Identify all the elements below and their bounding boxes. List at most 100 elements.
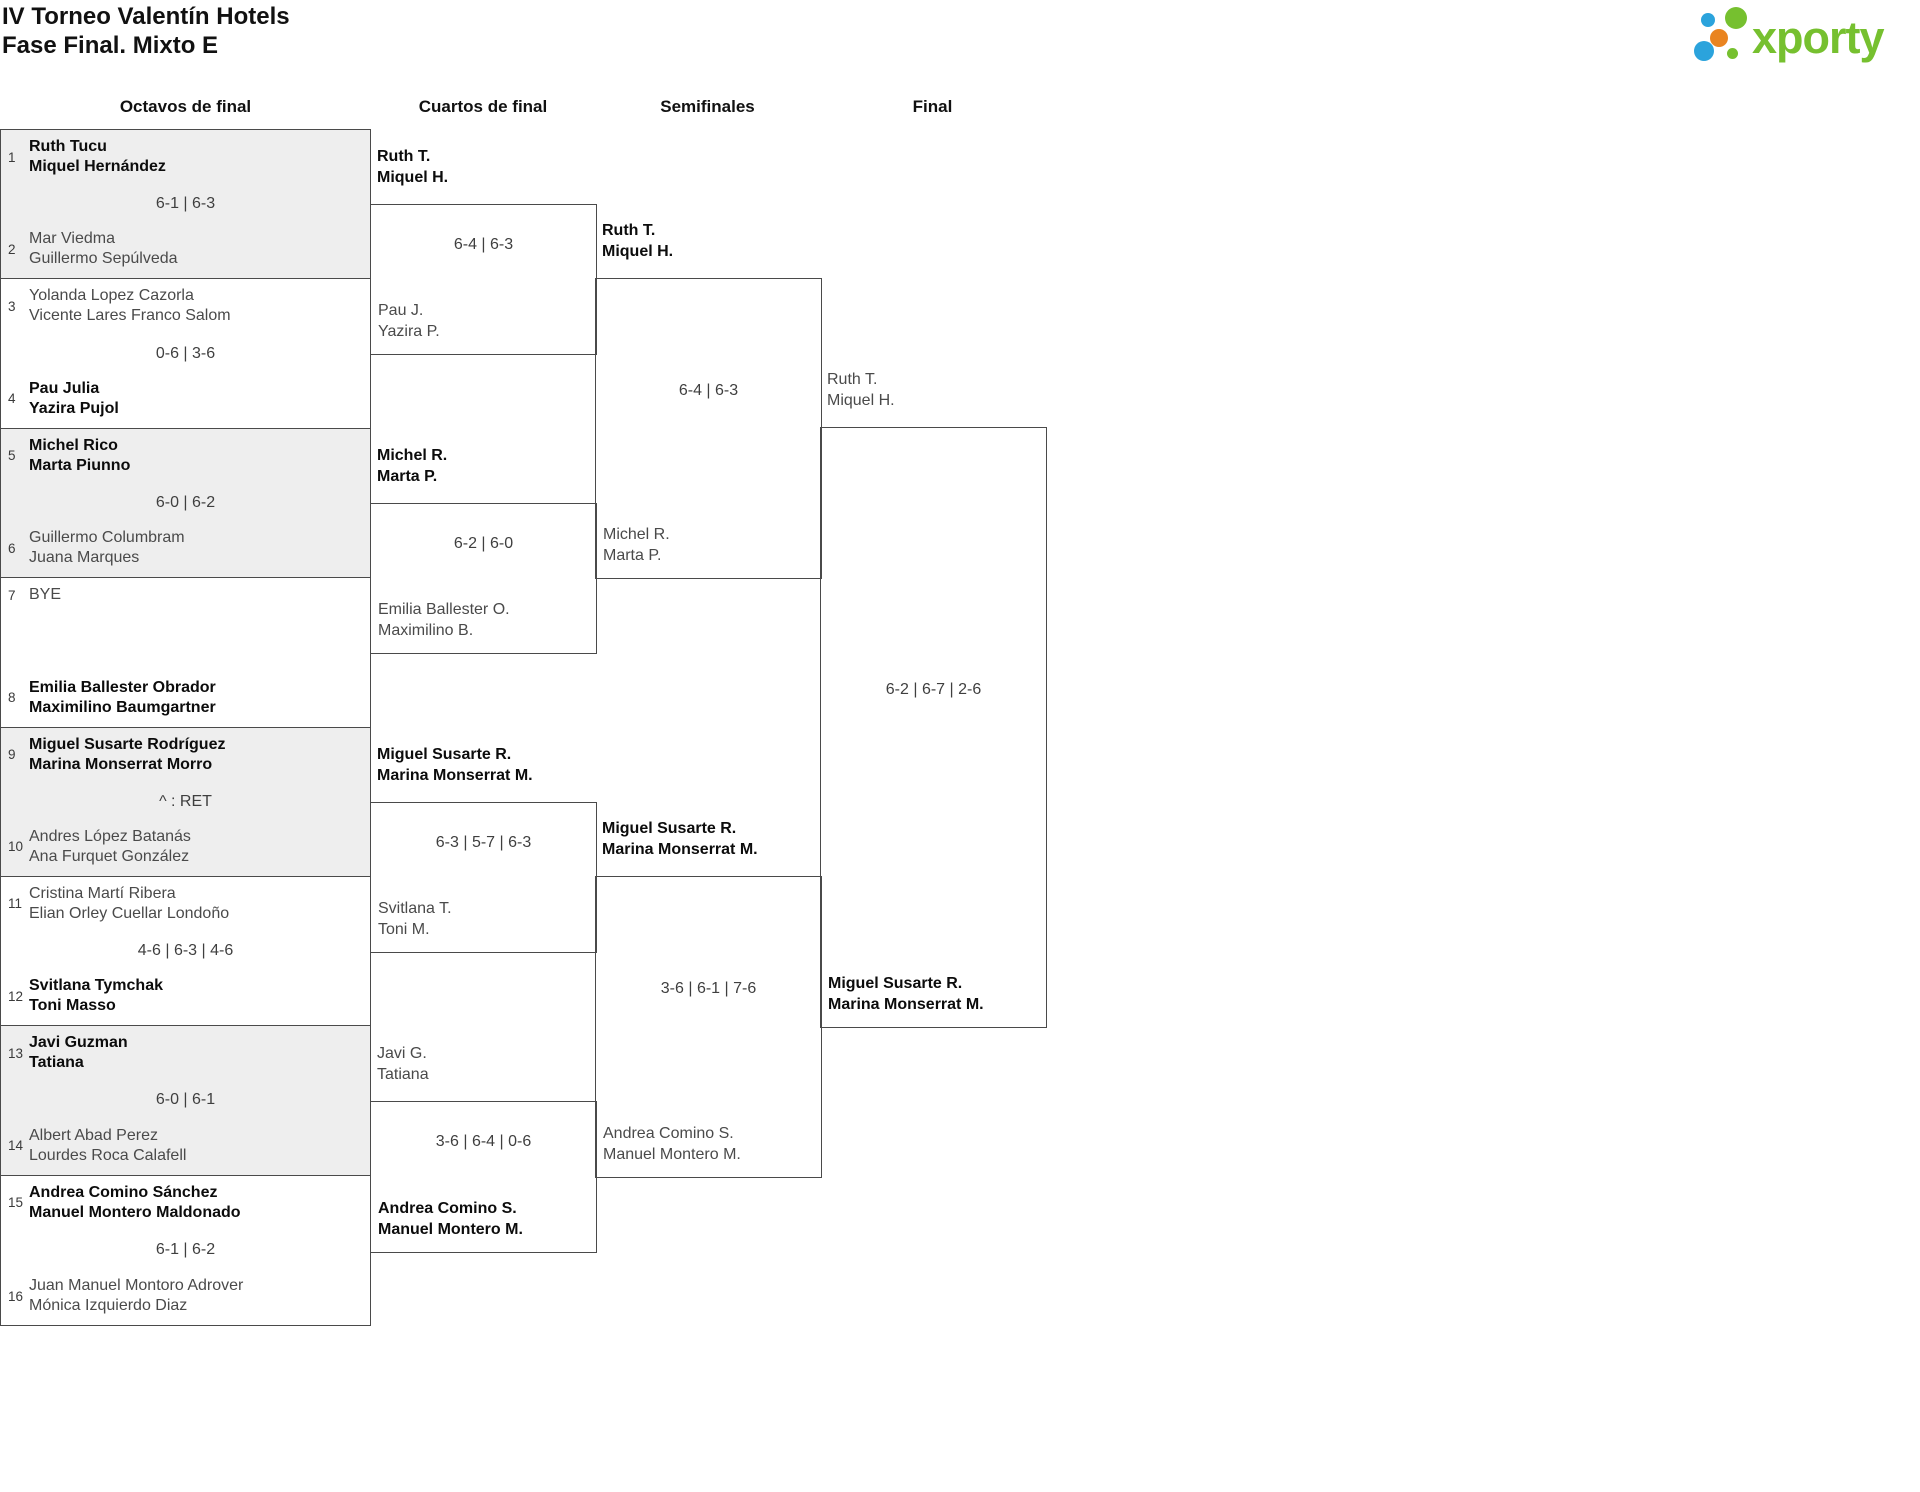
sf2-bottom-team: Andrea Comino S.Manuel Montero M. <box>603 1125 741 1163</box>
match-score: 6-4 | 6-3 <box>453 236 514 253</box>
seed-number: 7 <box>8 587 16 603</box>
seed-number: 13 <box>8 1045 24 1061</box>
match-final: 6-2 | 6-7 | 2-6 Miguel Susarte R.Marina … <box>820 427 1047 1028</box>
seed-number: 1 <box>8 149 16 165</box>
final-bottom-team: Miguel Susarte R.Marina Monserrat M. <box>828 975 984 1013</box>
match-score: 6-3 | 5-7 | 6-3 <box>435 834 532 851</box>
match-sf-2: 3-6 | 6-1 | 7-6 Andrea Comino S.Manuel M… <box>595 876 822 1178</box>
logo-dot-icon <box>1727 48 1738 59</box>
seed-number: 16 <box>8 1288 24 1304</box>
match-qf-4: 3-6 | 6-4 | 0-6 Andrea Comino S.Manuel M… <box>370 1101 597 1253</box>
match-score: 0-6 | 3-6 <box>155 344 216 362</box>
qf1-top-team: Ruth T.Miquel H. <box>377 148 449 186</box>
seed-number: 3 <box>8 298 16 314</box>
qf2-top-team: Michel R.Marta P. <box>377 447 448 485</box>
tournament-name: IV Torneo Valentín Hotels <box>2 3 290 30</box>
seed-number: 6 <box>8 540 16 556</box>
match-score: 6-4 | 6-3 <box>678 382 739 399</box>
round-header-cuartos: Cuartos de final <box>418 97 548 116</box>
match-score: 3-6 | 6-4 | 0-6 <box>435 1133 532 1150</box>
seed-number: 2 <box>8 241 16 257</box>
round-header-semifinales: Semifinales <box>660 97 755 116</box>
seed-number: 14 <box>8 1138 24 1154</box>
match-score: 6-2 | 6-0 <box>453 535 514 552</box>
sf1-top-team: Ruth T.Miquel H. <box>602 222 674 260</box>
match-score: 6-1 | 6-2 <box>155 1241 216 1259</box>
qf4-top-team: Javi G.Tatiana <box>377 1045 429 1083</box>
team-names: BYE <box>29 586 62 604</box>
qf3-top-team: Miguel Susarte R.Marina Monserrat M. <box>377 746 533 784</box>
qf4-bottom-team: Andrea Comino S.Manuel Montero M. <box>378 1200 523 1238</box>
sf2-top-team: Miguel Susarte R.Marina Monserrat M. <box>602 820 758 858</box>
qf1-bottom-team: Pau J.Yazira P. <box>378 302 440 340</box>
logo-dot-icon <box>1710 29 1728 47</box>
page-title: IV Torneo Valentín Hotels Fase Final. Mi… <box>2 2 290 60</box>
logo-dot-icon <box>1725 7 1747 29</box>
match-score: ^ : RET <box>159 792 212 810</box>
round-header-octavos: Octavos de final <box>119 97 252 116</box>
match-score: 6-0 | 6-1 <box>155 1091 216 1109</box>
final-top-team: Ruth T.Miquel H. <box>827 371 895 409</box>
qf2-bottom-team: Emilia Ballester O.Maximilino B. <box>378 601 510 639</box>
logo-dot-icon <box>1694 41 1714 61</box>
match-qf-3: 6-3 | 5-7 | 6-3 Svitlana T.Toni M. <box>370 802 597 953</box>
match-score: 3-6 | 6-1 | 7-6 <box>660 980 757 997</box>
round-header-final: Final <box>912 97 953 116</box>
match-score: 6-2 | 6-7 | 2-6 <box>885 681 982 698</box>
match-qf-1: 6-4 | 6-3 Pau J.Yazira P. <box>370 204 597 355</box>
seed-number: 8 <box>8 690 16 705</box>
qf3-bottom-team: Svitlana T.Toni M. <box>378 900 452 938</box>
match-score: 4-6 | 6-3 | 4-6 <box>137 942 234 960</box>
seed-number: 11 <box>8 896 23 912</box>
match-qf-2: 6-2 | 6-0 Emilia Ballester O.Maximilino … <box>370 503 597 654</box>
seed-number: 9 <box>8 747 16 762</box>
match-sf-1: 6-4 | 6-3 Michel R.Marta P. <box>595 278 822 579</box>
match-score: 6-0 | 6-2 <box>155 493 216 511</box>
seed-number: 15 <box>8 1195 24 1211</box>
seed-number: 4 <box>8 391 16 407</box>
seed-number: 10 <box>8 839 24 855</box>
match-score: 6-1 | 6-3 <box>155 195 216 213</box>
sf1-bottom-team: Michel R.Marta P. <box>603 526 670 564</box>
seed-number: 5 <box>8 448 16 464</box>
bracket-entry: 7 BYE <box>1 585 370 605</box>
logo-wordmark: xporty <box>1752 12 1885 63</box>
